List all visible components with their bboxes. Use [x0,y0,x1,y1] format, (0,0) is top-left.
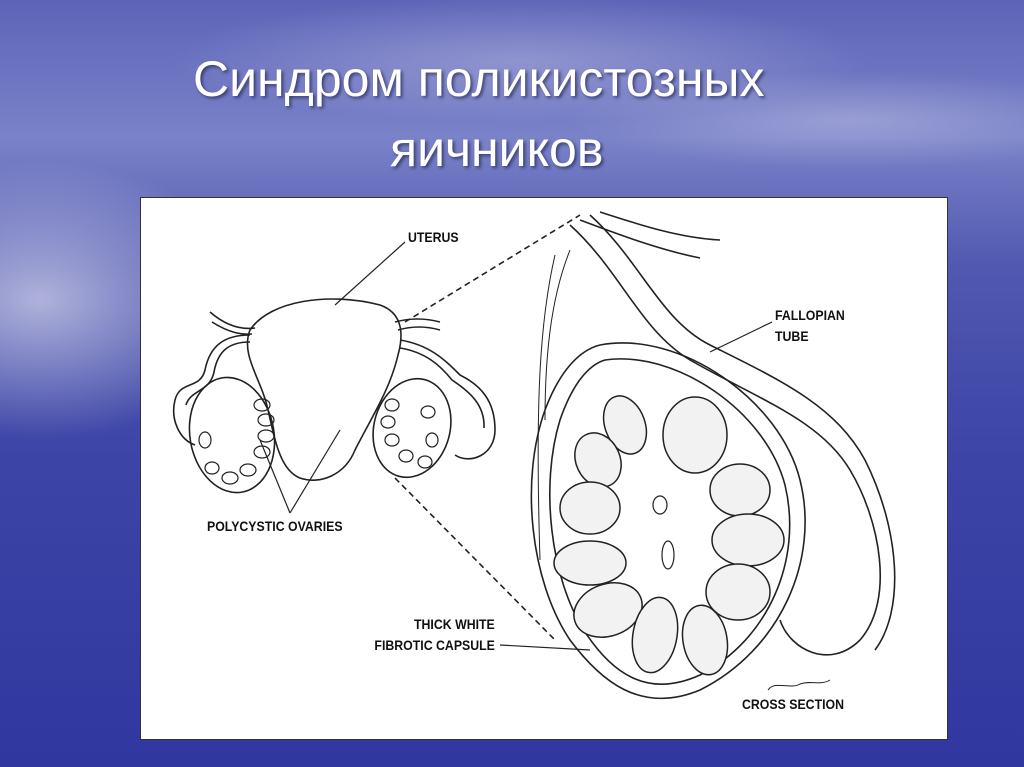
label-uterus: UTERUS [408,229,459,245]
label-fallopian-1: FALLOPIAN [775,307,845,323]
capsule-leader [499,644,591,651]
stroma-vessel-1 [652,495,668,515]
stroma-vessel-2 [661,540,675,570]
cross-section-cysts [553,395,785,676]
zoom-line-bottom [394,477,556,641]
slide-title-line-2: яичников [390,121,604,177]
uterus-leader [334,241,406,306]
fallopian-leader [709,321,773,353]
cross-section-capsule-inner [549,358,791,685]
fallopian-tube-outer [569,224,882,656]
label-capsule-2: FIBROTIC CAPSULE [374,637,495,653]
left-ovary [188,376,276,494]
left-ligament [209,311,256,335]
right-tube-inner [399,347,485,429]
mesovarium [537,249,571,561]
illustration-panel [140,197,948,740]
artist-signature [767,679,831,691]
label-capsule-1: THICK WHITE [414,616,495,632]
slide-title-line-1: Синдром поликистозных [193,51,765,107]
left-ovary-cysts [198,398,275,485]
fallopian-tube-top [579,211,721,259]
cross-section-capsule-outer [530,342,806,700]
right-tube [399,339,496,460]
label-fallopian-2: TUBE [775,328,809,344]
fallopian-tube-inner [589,214,896,651]
right-ovary-cysts [380,398,439,469]
right-ovary [372,377,452,479]
label-cross-section: CROSS SECTION [742,696,844,712]
left-tube [173,334,251,446]
right-ligament [394,318,441,331]
left-tube-inner [185,341,251,406]
label-polycystic-ovaries: POLYCYSTIC OVARIES [207,518,343,534]
zoom-line-top [404,214,581,323]
ovaries-leader [259,429,341,514]
